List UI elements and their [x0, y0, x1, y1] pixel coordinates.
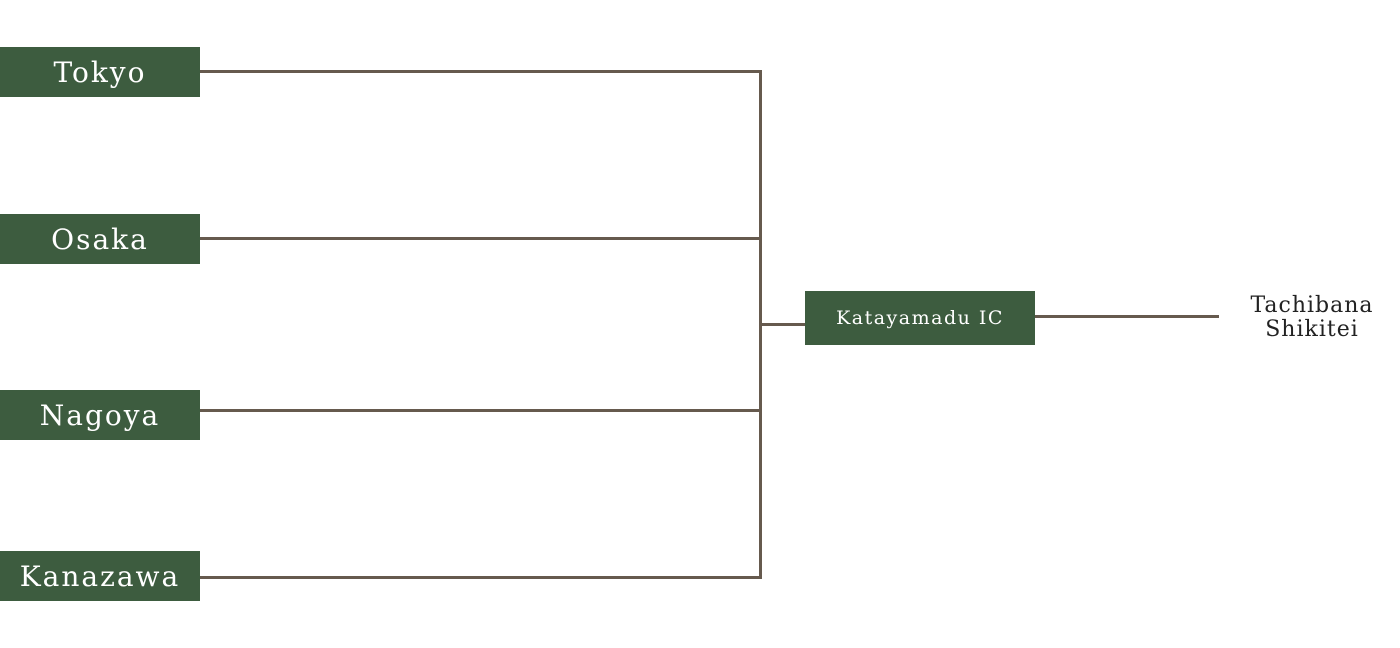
connector-tokyo — [200, 70, 762, 73]
origin-box-osaka: Osaka — [0, 214, 200, 264]
origin-label-kanazawa: Kanazawa — [19, 559, 181, 593]
origin-box-tokyo: Tokyo — [0, 47, 200, 97]
destination-label: Tachibana Shikitei — [1240, 294, 1384, 342]
junction-box: Katayamadu IC — [805, 291, 1035, 345]
origin-label-osaka: Osaka — [51, 222, 149, 256]
connector-osaka — [200, 237, 762, 240]
origin-label-nagoya: Nagoya — [39, 398, 161, 432]
junction-label: Katayamadu IC — [836, 307, 1004, 329]
origin-box-nagoya: Nagoya — [0, 390, 200, 440]
origin-box-kanazawa: Kanazawa — [0, 551, 200, 601]
connector-kanazawa — [200, 576, 762, 579]
connector-to-ic — [759, 323, 805, 326]
connector-to-destination — [1035, 315, 1219, 318]
destination-line-2: Shikitei — [1265, 317, 1359, 342]
origin-label-tokyo: Tokyo — [53, 55, 147, 89]
connector-nagoya — [200, 409, 762, 412]
destination-line-1: Tachibana — [1250, 293, 1374, 318]
